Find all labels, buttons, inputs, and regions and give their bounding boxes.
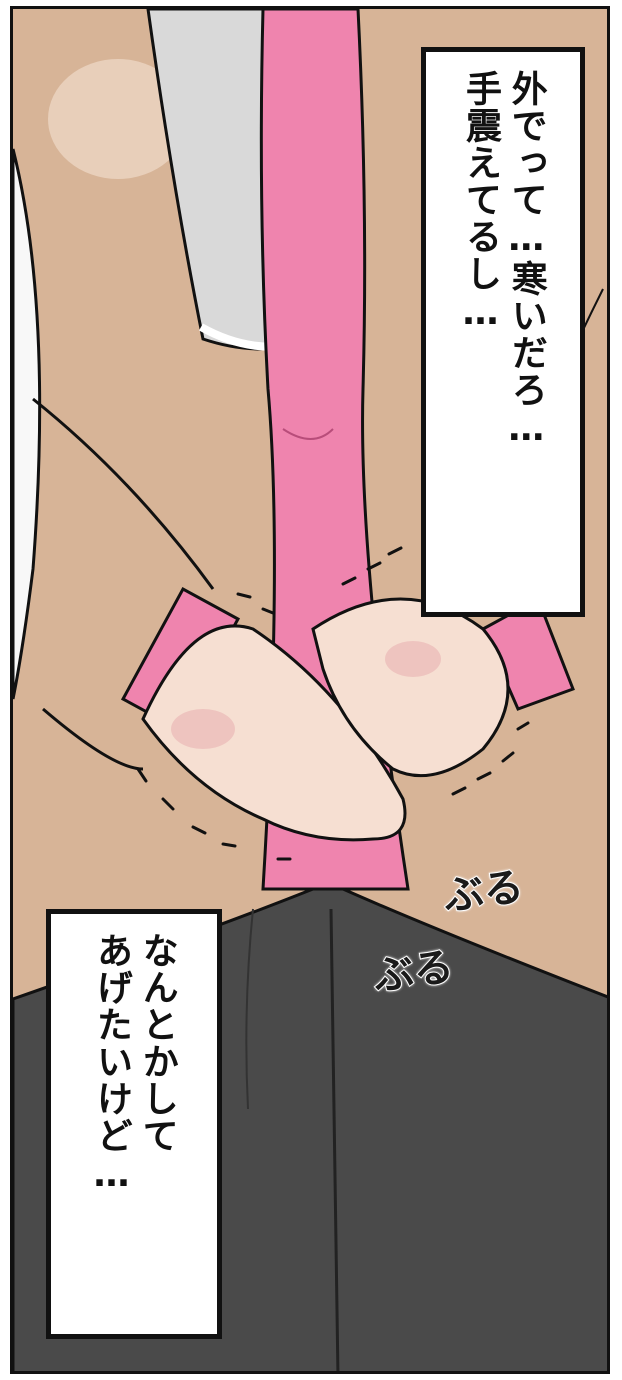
left-edge-white (13, 148, 42, 700)
left-hand (141, 624, 407, 842)
clothing-seam (329, 908, 340, 1371)
comic-panel: 外でって…寒いだろ… 手震えてるし… ぶる ぶる なんとかして あげたいけど… (10, 6, 610, 1374)
skin-highlight (48, 59, 188, 179)
ribbon-fold (282, 428, 334, 440)
narration-line: 外でって…寒いだろ… (505, 70, 547, 450)
sound-effect: ぶる (370, 943, 458, 1002)
narration-box-bottom: なんとかして あげたいけど… (46, 909, 222, 1339)
clothing-fold (245, 908, 254, 1110)
arm-fold-line-2 (42, 707, 144, 771)
narration-box-top: 外でって…寒いだろ… 手震えてるし… (421, 47, 585, 617)
hand-blush-2 (385, 641, 441, 677)
tremble-marks (136, 546, 530, 861)
narration-line: なんとかして (136, 932, 178, 1154)
arm-fold-line (32, 397, 215, 590)
hand-blush (171, 709, 235, 749)
sound-effect: ぶる (440, 863, 528, 922)
narration-line: 手震えてるし… (460, 70, 501, 334)
narration-line: あげたいけど… (91, 932, 132, 1196)
